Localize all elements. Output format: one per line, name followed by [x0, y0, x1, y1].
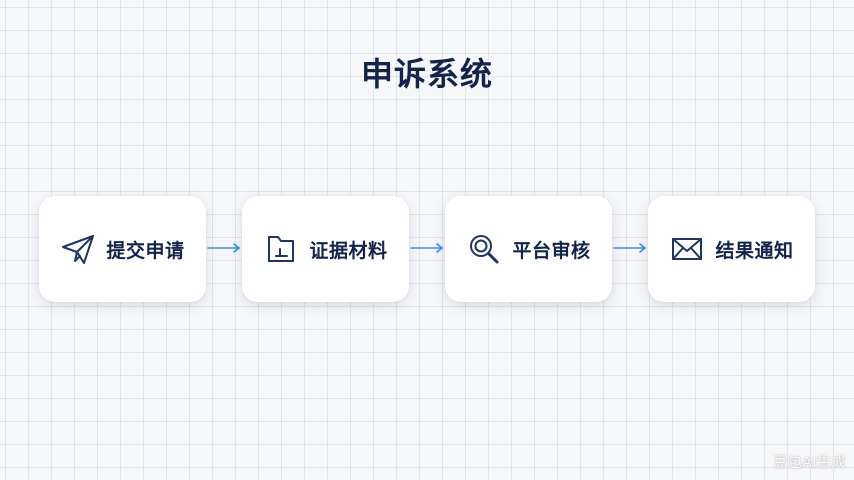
watermark-text: 豆包AI生成	[773, 455, 846, 471]
step-card-review[interactable]: 平台审核	[445, 196, 612, 302]
step-label-review: 平台审核	[512, 239, 591, 262]
page-title: 申诉系统	[360, 55, 493, 93]
arrow-connector	[613, 242, 647, 254]
arrow-connector	[410, 242, 444, 254]
magnifier-icon	[466, 231, 502, 267]
step-card-submit[interactable]: 提交申请	[39, 196, 206, 302]
arrow-connector	[207, 242, 241, 254]
process-flow: 提交申请 证据材料	[0, 196, 854, 304]
envelope-icon	[669, 231, 705, 267]
step-label-submit: 提交申请	[106, 239, 185, 262]
step-label-result: 结果通知	[715, 239, 794, 262]
step-label-evidence: 证据材料	[309, 239, 388, 262]
paper-plane-icon	[60, 231, 96, 267]
step-card-evidence[interactable]: 证据材料	[242, 196, 409, 302]
step-card-result[interactable]: 结果通知	[648, 196, 815, 302]
folder-document-icon	[263, 231, 299, 267]
